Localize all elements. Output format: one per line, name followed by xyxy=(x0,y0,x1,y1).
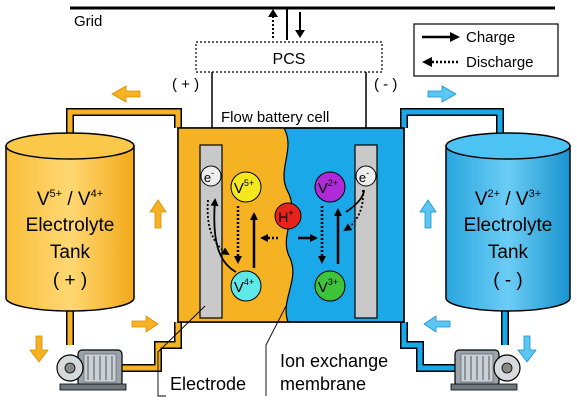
membrane-leader xyxy=(265,305,287,396)
membrane-label-line1: Ion exchange xyxy=(280,351,388,371)
flow-arrow-right-up xyxy=(419,199,437,229)
ion-electron-left xyxy=(200,165,222,187)
right-tank-line2: Electrolyte xyxy=(464,215,553,236)
negative-electrode xyxy=(354,144,378,319)
left-tank-polarity: ( + ) xyxy=(53,270,87,291)
right-tank xyxy=(445,132,571,312)
flow-arrow-left-up xyxy=(149,199,167,229)
left-tank xyxy=(5,132,135,312)
polarity-positive: ( + ) xyxy=(172,76,199,93)
ion-h-label: H+ xyxy=(278,208,293,225)
h-ion-arrows xyxy=(260,234,318,242)
right-tank-species: V2+ / V3+ xyxy=(475,188,541,210)
ion-h xyxy=(274,202,302,230)
cell-title: Flow battery cell xyxy=(221,109,329,126)
right-pipes xyxy=(400,108,509,372)
right-tank-polarity: ( - ) xyxy=(493,270,523,291)
grid-label: Grid xyxy=(74,13,102,30)
ion-v3-label: V3+ xyxy=(318,277,338,296)
legend-box xyxy=(413,23,559,77)
ion-v5 xyxy=(230,171,262,203)
positive-electrode xyxy=(199,144,223,319)
ion-v3 xyxy=(314,270,346,302)
polarity-negative: ( - ) xyxy=(374,76,397,93)
arrow-electron-in-charge xyxy=(345,189,365,213)
ion-v2-label: V2+ xyxy=(318,178,338,197)
arrow-electron-out-charge xyxy=(210,198,237,273)
flow-arrow-right-left xyxy=(423,315,451,333)
left-tank-species: V5+ / V4+ xyxy=(37,188,103,210)
left-pipes xyxy=(66,108,182,372)
flow-arrow-right-down xyxy=(517,335,537,363)
legend-discharge-label: Discharge xyxy=(466,54,534,71)
left-reaction-arrows xyxy=(206,198,258,273)
pcs-box xyxy=(195,41,383,73)
electrode-label: Electrode xyxy=(170,374,246,394)
ion-electron-right-label: e- xyxy=(359,168,369,185)
ion-v4 xyxy=(230,270,262,302)
membrane-label-line2: membrane xyxy=(280,374,366,394)
left-tank-line2: Electrolyte xyxy=(26,215,115,236)
left-pump-icon xyxy=(56,349,127,391)
right-pump-icon xyxy=(450,349,521,391)
ion-electron-left-label: e- xyxy=(204,168,214,185)
cell-border xyxy=(177,127,405,323)
right-flow-arrows xyxy=(419,85,537,363)
electrode-leader xyxy=(157,305,206,397)
flow-arrow-right-top xyxy=(427,85,457,103)
arrow-electron-in-discharge xyxy=(206,199,230,256)
ion-electron-right xyxy=(355,165,377,187)
left-tank-line3: Tank xyxy=(50,242,91,263)
flow-arrow-left-down xyxy=(29,335,49,363)
legend-charge-arrowhead xyxy=(450,32,460,42)
grid-discharge-arrowhead xyxy=(268,9,278,17)
right-tank-line3: Tank xyxy=(488,242,529,263)
left-flow-arrows xyxy=(29,85,167,363)
legend-discharge-arrowhead xyxy=(422,57,432,67)
ion-v2 xyxy=(314,171,346,203)
ion-v5-label: V5+ xyxy=(234,178,254,197)
flow-arrow-left-top xyxy=(111,85,141,103)
pcs-label: PCS xyxy=(273,51,306,68)
grid-charge-arrowhead xyxy=(295,30,305,38)
flow-arrow-left-right xyxy=(131,315,159,333)
ion-v4-label: V4+ xyxy=(234,277,254,296)
right-reaction-arrows xyxy=(318,189,365,264)
legend-charge-label: Charge xyxy=(466,29,515,46)
